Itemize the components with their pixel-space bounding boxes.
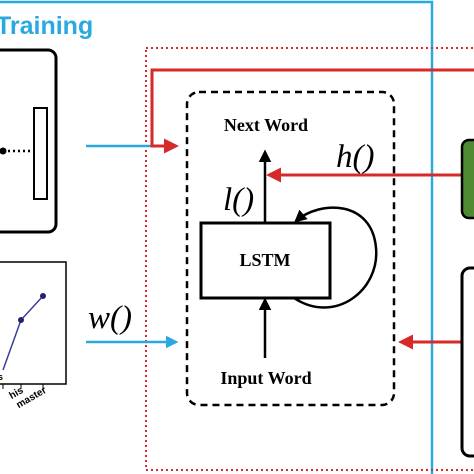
lstm-module-frame	[185, 90, 396, 407]
recurrent-loop	[293, 206, 378, 309]
next-word-label: Next Word	[224, 115, 308, 135]
training-title: Training	[0, 12, 93, 40]
function-h-label: h()	[336, 139, 374, 175]
green-module-block	[460, 138, 474, 220]
feature-vector	[33, 107, 48, 200]
training-frame	[0, 0, 434, 474]
mini-chart-point	[18, 317, 24, 323]
mini-chart-frame	[0, 261, 67, 385]
function-l-label: l()	[223, 182, 254, 218]
mini-chart-tick-label: s	[0, 372, 3, 382]
image-encoder-box	[0, 48, 58, 234]
lstm-label: LSTM	[239, 250, 290, 270]
inference-frame	[145, 47, 474, 471]
right-module-box	[460, 266, 474, 458]
mini-chart-point	[40, 293, 46, 299]
function-w-label: w()	[88, 300, 132, 336]
input-word-label: Input Word	[220, 368, 311, 388]
encoder-dot	[0, 147, 7, 155]
inference-feedback-path	[150, 68, 474, 154]
